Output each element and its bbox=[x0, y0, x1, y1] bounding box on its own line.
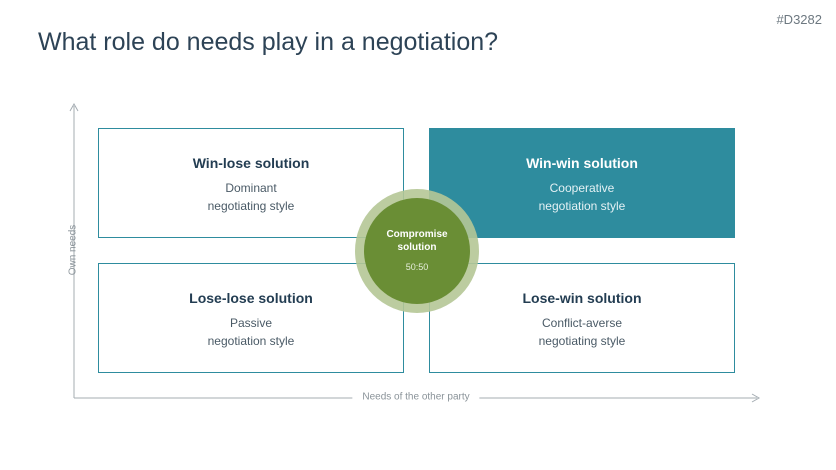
x-axis-arrowhead bbox=[751, 393, 761, 403]
quadrant-lose-lose: Lose-lose solution Passive negotiation s… bbox=[98, 263, 404, 373]
quadrant-title: Win-win solution bbox=[526, 155, 638, 171]
compromise-title: Compromise solution bbox=[386, 229, 448, 253]
quadrant-title: Win-lose solution bbox=[192, 155, 310, 171]
quadrant-subtitle: Dominant negotiating style bbox=[207, 181, 295, 213]
quadrant-lose-win: Lose-win solution Conflict-averse negoti… bbox=[429, 263, 735, 373]
quadrant-title: Lose-lose solution bbox=[189, 290, 313, 306]
compromise-circle: Compromise solution 50:50 bbox=[364, 198, 470, 304]
quadrant-title: Lose-win solution bbox=[522, 290, 642, 306]
quadrant-subtitle: Conflict-averse negotiating style bbox=[538, 316, 626, 348]
page-title: What role do needs play in a negotiation… bbox=[38, 28, 499, 56]
slide-id: #D3282 bbox=[776, 12, 822, 27]
x-axis-label: Needs of the other party bbox=[352, 391, 480, 403]
quadrant-subtitle: Passive negotiation style bbox=[207, 316, 295, 348]
compromise-ratio: 50:50 bbox=[405, 262, 429, 272]
y-axis-label: Own needs bbox=[67, 224, 79, 276]
quadrant-subtitle: Cooperative negotiation style bbox=[538, 181, 626, 213]
quadrant-win-lose: Win-lose solution Dominant negotiating s… bbox=[98, 128, 404, 238]
quadrant-win-win: Win-win solution Cooperative negotiation… bbox=[429, 128, 735, 238]
y-axis-arrowhead bbox=[69, 102, 79, 112]
